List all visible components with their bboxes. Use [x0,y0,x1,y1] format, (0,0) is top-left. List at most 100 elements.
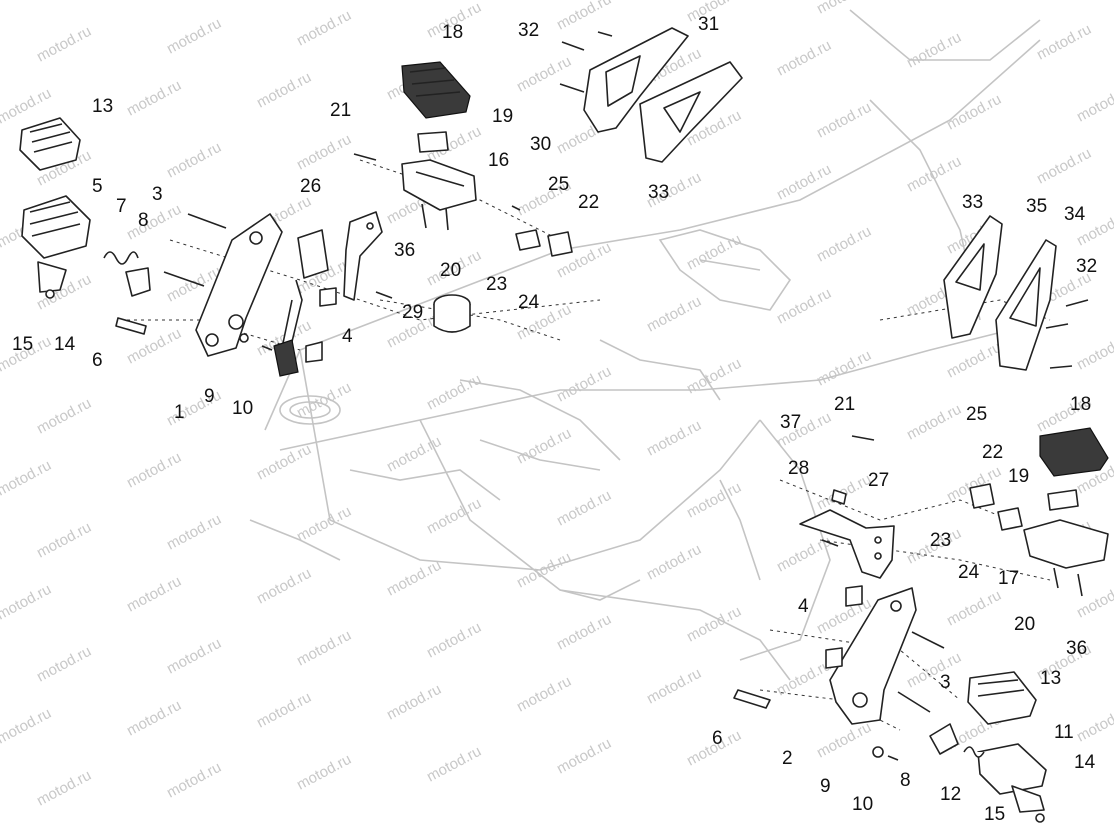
watermark-text: motod.ru [1074,331,1114,374]
watermark-text: motod.ru [904,29,964,72]
heat-shield-bolts-top [559,31,613,93]
callout-8: 8 [900,770,911,791]
watermark-text: motod.ru [554,735,614,778]
watermark-text: motod.ru [424,495,484,538]
callout-6: 6 [712,728,723,749]
right-footpeg-spring [872,723,985,761]
callout-20: 20 [440,260,461,281]
callout-33: 33 [648,182,669,203]
watermark-text: motod.ru [904,153,964,196]
watermark-text: motod.ru [1074,703,1114,746]
watermark-text: motod.ru [944,339,1004,382]
left-footrest-bracket [195,213,283,357]
callout-27: 27 [868,470,889,491]
callout-22: 22 [578,192,599,213]
callout-30: 30 [530,134,551,155]
callout-35: 35 [1026,196,1047,217]
callout-3: 3 [152,184,163,205]
callout-12: 12 [940,784,961,805]
right-footrest-bracket [825,585,917,725]
watermark-text: motod.ru [164,139,224,182]
callout-10: 10 [232,398,253,419]
callout-32: 32 [518,20,539,41]
watermark-text: motod.ru [0,581,54,624]
heel-guard-plate [343,211,383,301]
watermark-text: motod.ru [1034,145,1094,188]
watermark-text: motod.ru [814,471,874,514]
callout-36: 36 [1066,638,1087,659]
watermark-text: motod.ru [554,363,614,406]
callout-26: 26 [300,176,321,197]
callout-24: 24 [518,292,540,313]
callout-13: 13 [1040,668,1061,689]
callout-9: 9 [820,776,831,797]
passenger-footpeg-right [969,483,1109,597]
watermark-text: motod.ru [514,673,574,716]
callout-21: 21 [834,394,855,415]
watermark-text: motod.ru [1074,83,1114,126]
watermark-text: motod.ru [34,395,94,438]
watermark-text: motod.ru [294,751,354,794]
watermark-text: motod.ru [644,541,704,584]
callout-2: 2 [782,748,793,769]
watermark-text: motod.ru [424,619,484,662]
watermark-text: motod.ru [294,7,354,50]
callout-33: 33 [962,192,983,213]
watermark-text: motod.ru [164,15,224,58]
watermark-text: motod.ru [384,681,444,724]
left-footpeg-spring [103,251,151,297]
watermark-text: motod.ru [164,635,224,678]
watermark-text: motod.ru [814,0,874,18]
watermark-text: motod.ru [644,665,704,708]
left-footpeg-rubber [19,117,81,171]
watermark-text: motod.ru [684,231,744,274]
watermark-text: motod.ru [904,649,964,692]
callout-6: 6 [92,350,103,371]
watermark-text: motod.ru [254,69,314,112]
left-pin-bolts [115,213,227,335]
brake-fluid-reservoir [433,294,471,333]
callout-31: 31 [698,14,719,35]
passenger-hinge-parts-top [511,205,573,257]
callout-37: 37 [780,412,801,433]
heat-shield-top-inner [583,27,689,133]
callout-14: 14 [54,334,76,355]
callout-15: 15 [12,334,33,355]
callout-28: 28 [788,458,809,479]
watermark-text: motod.ru [514,53,574,96]
watermark-text: motod.ru [644,293,704,336]
watermark-text: motod.ru [124,573,184,616]
watermark-text: motod.ru [124,77,184,120]
watermark-text: motod.ru [254,441,314,484]
right-footpeg [967,671,1047,823]
callout-22: 22 [982,442,1003,463]
callout-18: 18 [442,22,463,43]
callout-5: 5 [92,176,103,197]
callout-3: 3 [940,672,951,693]
watermark-text: motod.ru [0,705,54,748]
callout-34: 34 [1064,204,1086,225]
heat-shield-bolts-right [1045,299,1089,369]
rear-brake-master-cylinder [273,229,337,377]
heat-shield-top-outer [639,61,743,163]
callout-16: 16 [488,150,509,171]
motorcycle-frame [249,9,1041,681]
callout-17: 17 [998,568,1019,589]
callout-32: 32 [1076,256,1097,277]
callout-36: 36 [394,240,415,261]
watermark-text: motod.ru [774,37,834,80]
watermark-text: motod.ru [124,201,184,244]
watermark-text: motod.ru [774,533,834,576]
watermark-text: motod.ru [164,759,224,802]
watermark-text: motod.ru [34,519,94,562]
watermark-text: motod.ru [944,91,1004,134]
passenger-footpeg-rubber-top [401,61,471,153]
watermark-text: motod.ru [34,23,94,66]
watermark-text: motod.ru [644,417,704,460]
watermark-text: motod.ru [164,387,224,430]
callout-14: 14 [1074,752,1096,773]
callout-10: 10 [852,794,873,815]
callout-1: 1 [174,402,185,423]
watermark-text: motod.ru [814,223,874,266]
